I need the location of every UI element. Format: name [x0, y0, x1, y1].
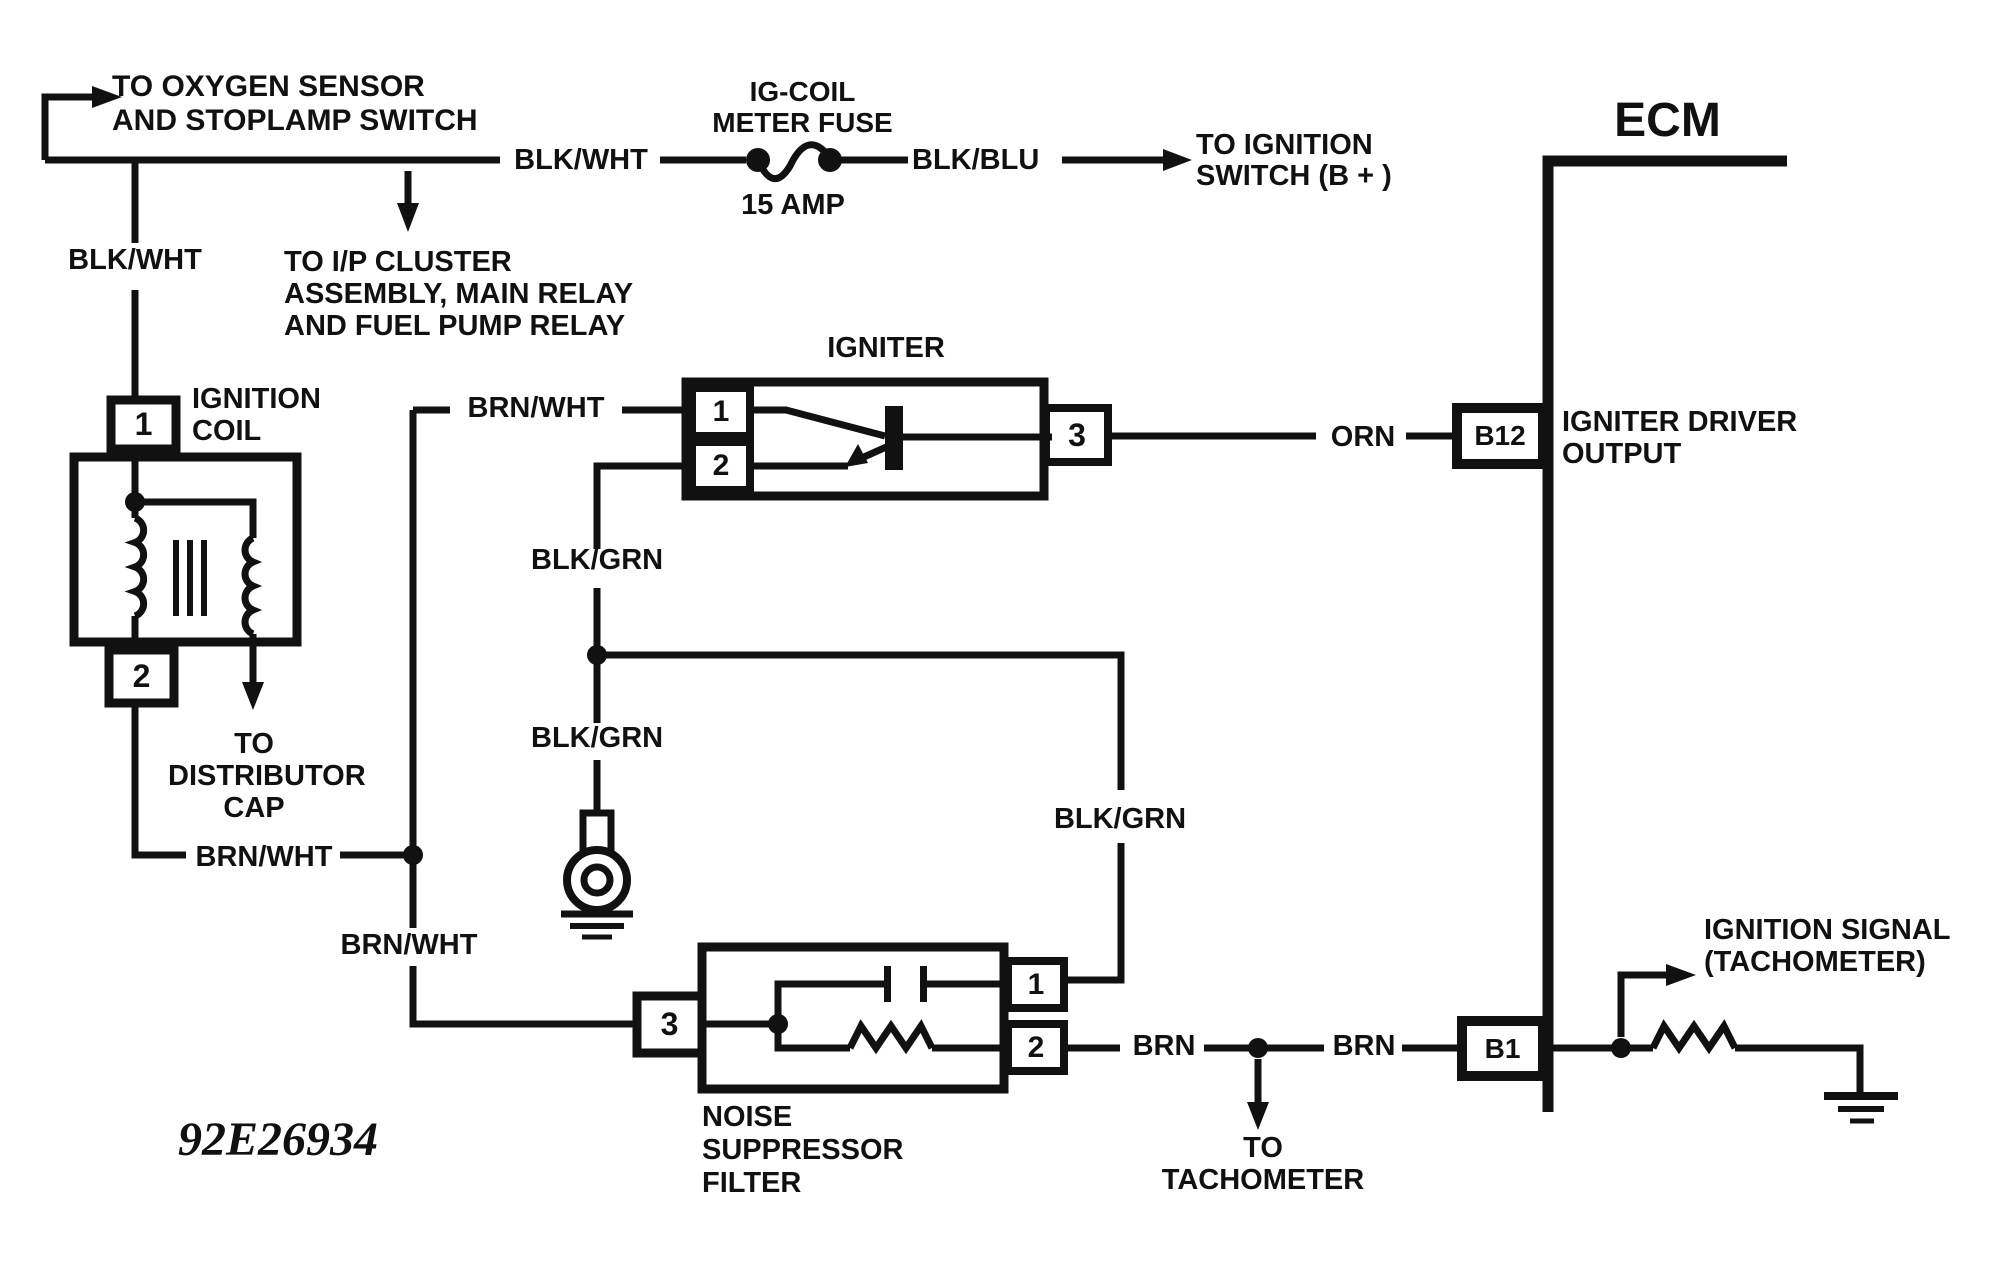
igniter-pin-2: 2 — [712, 449, 730, 482]
tachometer-arrowhead — [1247, 1102, 1269, 1130]
ignition-signal-label: IGNITION SIGNAL (TACHOMETER) — [1704, 914, 1951, 978]
coil-out-wire-color-label: BRN/WHT — [195, 841, 333, 873]
coil-drop-wire-color-label: BLK/WHT — [68, 244, 202, 276]
fuse-name-label: IG-COIL METER FUSE — [712, 76, 893, 138]
igniter-title: IGNITER — [827, 332, 945, 364]
tachometer-label: TO TACHOMETER — [1161, 1132, 1365, 1196]
ecm-title: ECM — [1614, 94, 1721, 147]
igniter-symbol — [681, 377, 1112, 501]
filter-in-wire-color-label: BRN/WHT — [340, 929, 478, 961]
filter-pin-1: 1 — [1027, 967, 1045, 1001]
ignition-coil-symbol — [69, 395, 302, 708]
brn-wht-trunk-wire — [403, 406, 686, 1028]
distributor-cap-label: TO DISTRIBUTOR CAP — [168, 728, 366, 824]
fuse-symbol — [746, 141, 842, 182]
noise-suppressor-filter-symbol — [632, 942, 1068, 1094]
igniter-pin-1: 1 — [712, 395, 730, 428]
bus-wire-color-label: BLK/WHT — [514, 144, 648, 176]
oxygen-arrowhead — [92, 86, 122, 108]
coil-pin-1: 1 — [134, 406, 153, 442]
igniter-in-wire-color-label: BRN/WHT — [467, 392, 605, 424]
ip-cluster-label: TO I/P CLUSTER ASSEMBLY, MAIN RELAY AND … — [284, 246, 634, 342]
ignition-switch-label: TO IGNITION SWITCH (B + ) — [1196, 129, 1392, 192]
ecm-terminal-b1 — [1457, 1016, 1548, 1081]
ip-cluster-arrowhead — [397, 203, 419, 232]
ignition-coil-title: IGNITION COIL — [192, 383, 321, 447]
ecm-pin-b1: B1 — [1484, 1032, 1521, 1064]
ecm-terminal-b12 — [1452, 403, 1548, 469]
brn-wire — [1064, 1038, 1462, 1102]
oxygen-sensor-arrow — [41, 93, 92, 160]
filter-pin-2: 2 — [1027, 1030, 1045, 1064]
figure-id: 92E26934 — [178, 1113, 379, 1166]
noise-suppressor-filter-title: NOISE SUPPRESSOR FILTER — [702, 1101, 904, 1199]
brn-left-wire-color-label: BRN — [1132, 1030, 1196, 1062]
igniter-driver-output-label: IGNITER DRIVER OUTPUT — [1562, 406, 1798, 470]
ecm-pin-b12: B12 — [1474, 420, 1526, 451]
ignition-signal-arrowhead — [1666, 964, 1696, 986]
filter-pin-3: 3 — [660, 1006, 679, 1042]
oxygen-sensor-label: TO OXYGEN SENSOR AND STOPLAMP SWITCH — [112, 70, 478, 137]
distributor-arrowhead — [242, 682, 264, 710]
ecm-boundary — [1542, 155, 1787, 1112]
fuse-out-wire-color-label: BLK/BLU — [912, 144, 1040, 176]
orn-wire-color-label: ORN — [1330, 421, 1396, 453]
blk-grn-lower-label: BLK/GRN — [531, 722, 664, 754]
ignition-signal-circuit — [1548, 971, 1898, 1124]
blk-grn-wire — [587, 462, 1125, 984]
noise-condenser-ground — [561, 809, 633, 940]
blk-grn-upper-label: BLK/GRN — [531, 544, 664, 576]
fuse-rating-label: 15 AMP — [741, 189, 845, 221]
brn-wht-coil-out-wire — [131, 703, 413, 859]
ignition-switch-arrowhead — [1163, 149, 1192, 171]
brn-right-wire-color-label: BRN — [1332, 1030, 1396, 1062]
blk-grn-right-label: BLK/GRN — [1053, 803, 1187, 835]
coil-pin-2: 2 — [132, 658, 151, 694]
igniter-pin-3: 3 — [1068, 416, 1086, 453]
